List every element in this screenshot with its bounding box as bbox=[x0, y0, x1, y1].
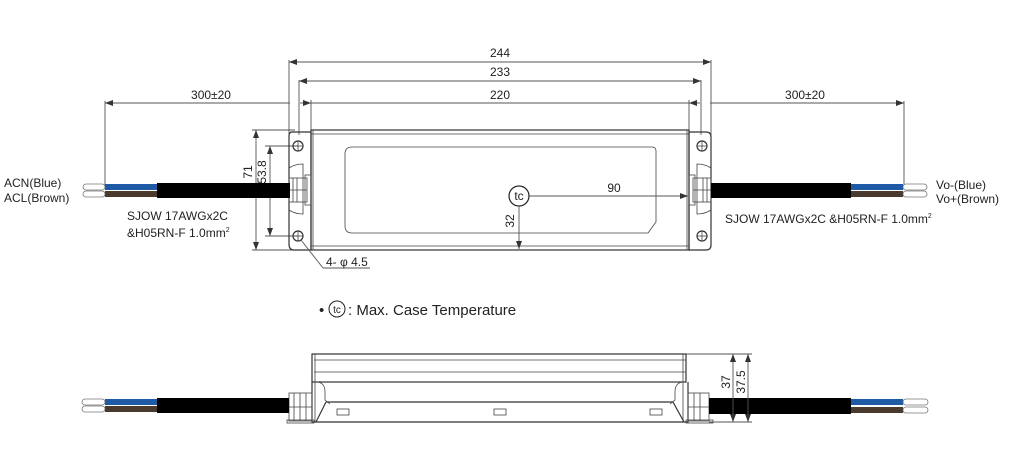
mounting-hole-icon bbox=[696, 140, 708, 152]
dim-37-label: 37 bbox=[719, 375, 733, 389]
input-cable-spec-line2: &H05RN-F 1.0mm2 bbox=[127, 226, 230, 240]
side-output-cable bbox=[709, 398, 929, 414]
input-wire-blue-label: ACN(Blue) bbox=[4, 176, 61, 190]
holes-callout: 4- φ 4.5 bbox=[300, 239, 370, 269]
dim-32-label: 32 bbox=[503, 214, 517, 228]
wire-brown bbox=[851, 191, 903, 197]
dim-body-length: 220 bbox=[300, 88, 700, 130]
input-wire-brown-label: ACL(Brown) bbox=[4, 191, 69, 205]
wire-strand-brown bbox=[902, 190, 928, 198]
output-wire-brown-label: Vo+(Brown) bbox=[936, 192, 999, 206]
cable-gland-right bbox=[688, 174, 712, 206]
legend-text: : Max. Case Temperature bbox=[348, 302, 516, 319]
tc-legend: • tc : Max. Case Temperature bbox=[319, 300, 516, 319]
input-cable-jacket bbox=[157, 183, 290, 198]
enclosure-top bbox=[288, 129, 712, 251]
mounting-hole-icon bbox=[292, 230, 304, 242]
enclosure-side bbox=[286, 353, 714, 424]
input-cable: ACN(Blue) ACL(Brown) SJOW 17AWGx2C &H05R… bbox=[4, 176, 290, 240]
tc-symbol-label: tc bbox=[514, 189, 523, 203]
dim-overall-length: 244 bbox=[288, 46, 712, 135]
wire-blue bbox=[105, 184, 157, 190]
dim-cable-right: 300±20 bbox=[710, 88, 905, 186]
top-view: 244 233 220 300±20 300±20 bbox=[4, 46, 999, 269]
legend-bullet: • bbox=[319, 302, 324, 319]
dim-244-label: 244 bbox=[490, 46, 510, 60]
mounting-hole-icon bbox=[292, 140, 304, 152]
dim-220-label: 220 bbox=[490, 88, 510, 102]
side-view: 37 37.5 bbox=[81, 353, 929, 424]
mounting-hole-icon bbox=[696, 230, 708, 242]
dim-71-label: 71 bbox=[241, 165, 255, 179]
wire-strand-blue bbox=[82, 183, 106, 191]
wire-strand-brown bbox=[82, 190, 106, 198]
wire-brown bbox=[105, 191, 157, 197]
dim-37-5-label: 37.5 bbox=[734, 370, 748, 394]
dim-53-8-label: 53.8 bbox=[255, 160, 269, 184]
input-cable-spec-line1: SJOW 17AWGx2C bbox=[127, 209, 228, 223]
legend-tc-symbol: tc bbox=[333, 305, 341, 316]
dim-cable-left-label: 300±20 bbox=[191, 88, 231, 102]
output-cable-spec: SJOW 17AWGx2C &H05RN-F 1.0mm2 bbox=[725, 212, 932, 226]
output-wire-blue-label: Vo-(Blue) bbox=[936, 178, 986, 192]
side-input-cable bbox=[81, 398, 289, 413]
dim-cable-right-label: 300±20 bbox=[785, 88, 825, 102]
dim-mounting-length: 233 bbox=[298, 65, 702, 135]
wire-blue bbox=[851, 184, 903, 190]
holes-label: 4- φ 4.5 bbox=[326, 255, 368, 269]
output-cable: Vo-(Blue) Vo+(Brown) SJOW 17AWGx2C &H05R… bbox=[711, 178, 999, 226]
cable-gland-left bbox=[286, 392, 315, 424]
wire-strand-blue bbox=[902, 183, 928, 191]
cable-gland-left bbox=[288, 174, 312, 206]
tc-circle-icon bbox=[328, 300, 346, 318]
dim-cable-left: 300±20 bbox=[104, 88, 290, 186]
dim-side-height: 37 37.5 bbox=[686, 353, 752, 423]
output-cable-jacket bbox=[711, 183, 851, 198]
cable-gland-right bbox=[685, 392, 714, 424]
dim-233-label: 233 bbox=[490, 65, 510, 79]
dim-90-label: 90 bbox=[607, 181, 621, 195]
tc-point: tc 90 32 bbox=[503, 181, 688, 249]
